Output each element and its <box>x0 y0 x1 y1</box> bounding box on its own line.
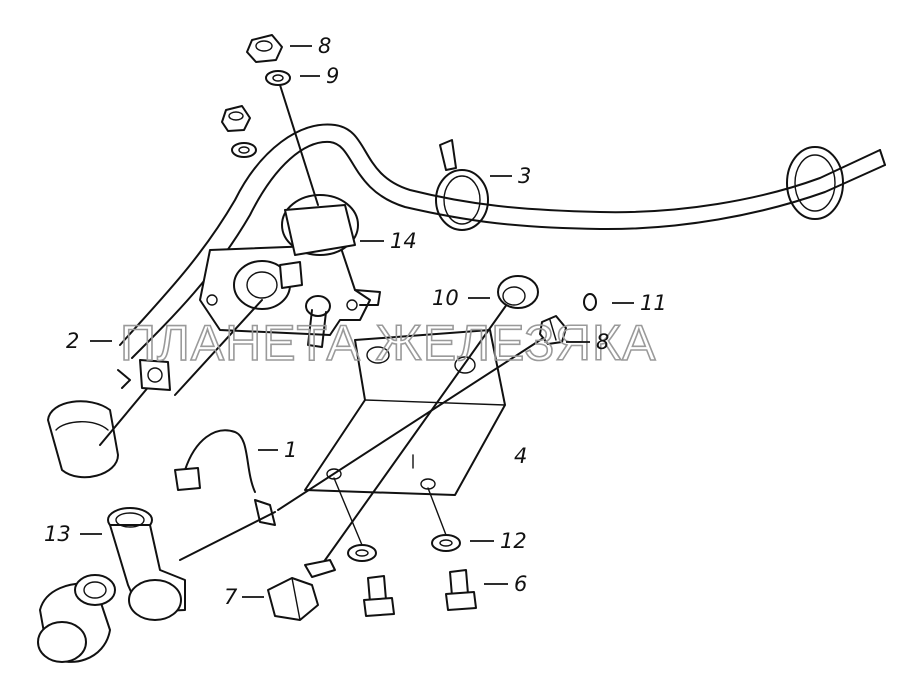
axis-line-washer <box>317 299 511 571</box>
washer-part-9 <box>265 70 291 86</box>
callout-8-top: 8 <box>318 34 331 58</box>
axis-line-bolt-left <box>333 477 363 546</box>
callout-7: 7 <box>224 585 238 609</box>
hose-cap-left <box>47 400 119 479</box>
callout-12: 12 <box>500 529 527 553</box>
hose-cap-lower <box>37 574 116 663</box>
nut-part-8-right <box>539 315 567 345</box>
bolt-part-7 <box>267 559 336 621</box>
callout-11: 11 <box>640 291 667 315</box>
callout-14: 14 <box>390 229 417 253</box>
callout-6: 6 <box>514 572 527 596</box>
wire-part-1 <box>174 429 276 561</box>
callout-8-right: 8 <box>596 330 609 354</box>
axis-line-valve <box>174 299 263 396</box>
axis-line-bolt-right <box>427 487 447 536</box>
nut-secondary <box>221 105 251 132</box>
callout-9: 9 <box>326 64 339 88</box>
bolt-small-left <box>363 575 395 617</box>
bolt-part-6 <box>445 569 477 611</box>
assembly-axis-line <box>279 84 319 206</box>
washer-part-10 <box>497 275 539 309</box>
tube-part-3 <box>119 123 886 359</box>
callout-4: 4 <box>514 444 527 468</box>
washer-part-11 <box>583 293 597 311</box>
watermark-text: ПЛАНЕТА ЖЕЛЕЗЯКА <box>120 315 656 371</box>
callout-13: 13 <box>44 522 71 546</box>
callout-2: 2 <box>66 329 79 353</box>
washer-under-plate <box>347 544 377 562</box>
callout-3: 3 <box>518 164 531 188</box>
nut-part-8-top <box>246 34 283 63</box>
elbow-fitting-part-13 <box>107 507 186 621</box>
callout-10: 10 <box>432 286 459 310</box>
axis-line-nut <box>277 334 549 511</box>
callout-1: 1 <box>284 438 297 462</box>
washer-secondary <box>231 142 257 158</box>
hose-link-line <box>99 384 151 446</box>
flange-part-2 <box>117 359 171 391</box>
washer-part-12 <box>431 534 461 552</box>
valve-assembly-part-14 <box>199 194 381 348</box>
